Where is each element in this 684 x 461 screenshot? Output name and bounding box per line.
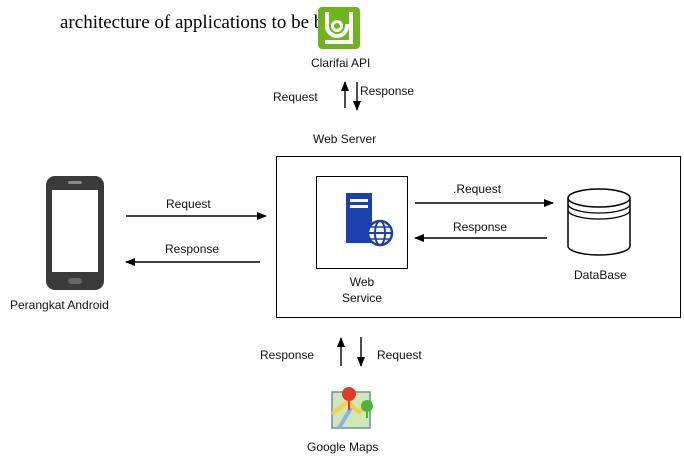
web-service-label-line1: Web	[349, 275, 375, 289]
db-request-label: .Request	[453, 182, 502, 196]
android-response-label: Response	[165, 242, 220, 256]
google-maps-icon	[330, 387, 373, 430]
web-server-label: Web Server	[313, 132, 377, 146]
server-globe-icon	[346, 193, 394, 247]
database-icon	[567, 188, 631, 256]
maps-request-label: Request	[377, 348, 422, 362]
database-label: DataBase	[574, 268, 627, 282]
clarifai-response-label: Response	[360, 84, 415, 98]
android-label: Perangkat Android	[10, 298, 109, 312]
maps-response-label: Response	[260, 348, 315, 362]
db-response-label: Response	[453, 220, 508, 234]
web-service-label-line2: Service	[341, 291, 382, 305]
clarifai-request-label: Request	[273, 90, 318, 104]
caption-text: architecture of applications to be built…	[60, 12, 354, 33]
web-server-container	[276, 156, 681, 318]
android-request-label: Request	[166, 197, 211, 211]
clarifai-label: Clarifai API	[311, 56, 371, 70]
clarifai-logo-icon	[318, 7, 360, 49]
maps-label: Google Maps	[307, 440, 379, 454]
android-phone-icon	[46, 176, 104, 290]
